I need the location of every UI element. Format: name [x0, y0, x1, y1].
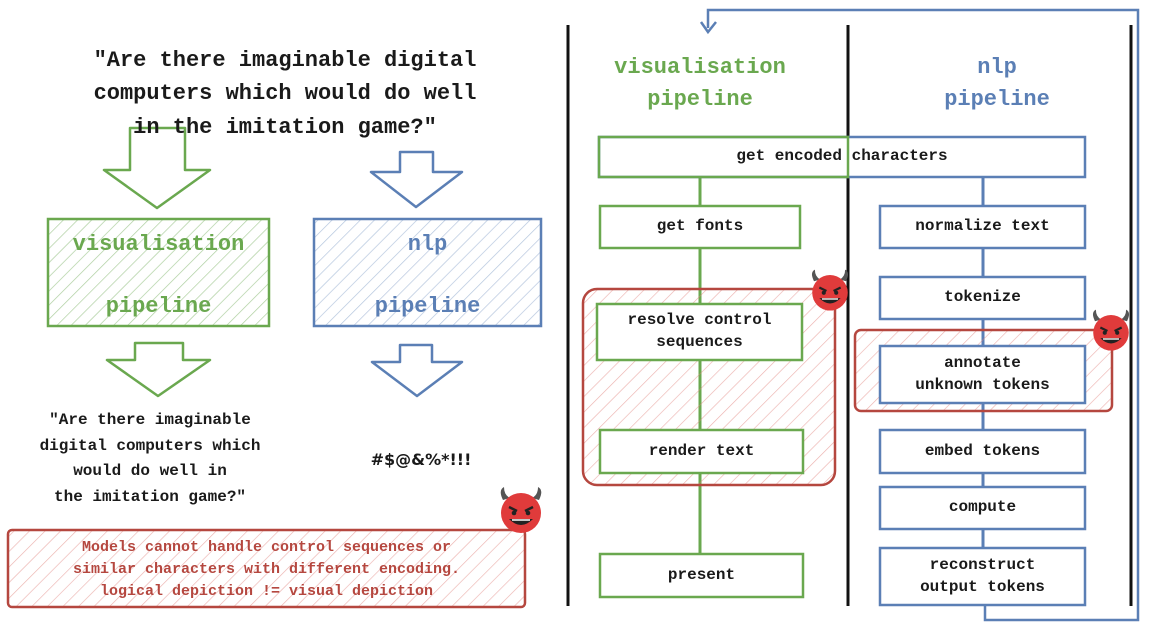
- nlp-step-box: [878, 485, 1087, 531]
- nlp-pipeline-header: nlp pipeline: [944, 55, 1050, 112]
- vis-pipeline-header: visualisation pipeline: [614, 55, 786, 112]
- down-arrow-green-bottom: [105, 341, 212, 398]
- devil-icon: [500, 487, 542, 533]
- vis-step-box: [598, 204, 802, 250]
- down-arrow-green-top: [102, 126, 212, 210]
- devil-icon: [811, 269, 849, 311]
- vis-step-box: [598, 552, 805, 599]
- nlp-step-box: [878, 546, 1087, 607]
- nlp-step-annotate: annotate unknown tokens: [915, 353, 1050, 394]
- nlp-step-embed: embed tokens: [924, 441, 1041, 460]
- vis-step-render-text: render text: [648, 441, 755, 460]
- nlp-step-box: [878, 275, 1087, 321]
- nlp-box-label-line2: pipeline: [374, 294, 481, 319]
- vis-output-text: "Are there imaginable digital computers …: [39, 411, 261, 506]
- nlp-step-box: [878, 344, 1087, 405]
- nlp-step-box: [878, 204, 1087, 250]
- vis-step-get-fonts: get fonts: [656, 217, 744, 236]
- vis-step-present: present: [667, 565, 736, 584]
- feedback-loop-arrow: [706, 8, 1140, 622]
- nlp-step-normalize: normalize text: [915, 217, 1050, 236]
- warning-box: [6, 528, 527, 609]
- nlp-step-tokenize: tokenize: [944, 288, 1021, 307]
- vis-box-label-line1: visualisation: [72, 232, 245, 257]
- down-arrow-blue-top: [369, 150, 464, 209]
- nlp-output-text: #$@&%*!!!: [370, 450, 472, 469]
- question-heading: "Are there imaginable digital computers …: [93, 48, 477, 140]
- warning-text: Models cannot handle control sequences o…: [72, 539, 461, 600]
- shared-step-label: get encoded characters: [736, 147, 948, 166]
- vis-step-box: [598, 428, 805, 475]
- down-arrow-blue-bottom: [370, 343, 464, 398]
- nlp-step-compute: compute: [948, 498, 1017, 517]
- nlp-pipeline-box: [312, 217, 543, 328]
- vis-pipeline-box: [46, 217, 271, 328]
- devil-icon: [1092, 309, 1130, 351]
- vis-step-box: [595, 302, 804, 362]
- nlp-box-label-line1: nlp: [407, 232, 448, 257]
- vis-step-resolve-control: resolve control sequences: [627, 311, 772, 351]
- nlp-step-box: [878, 428, 1087, 475]
- shared-step-box: [597, 135, 1087, 179]
- nlp-step-reconstruct: reconstruct output tokens: [920, 555, 1045, 596]
- vis-box-label-line2: pipeline: [105, 294, 212, 319]
- feedback-loop-arrowhead: [699, 21, 717, 35]
